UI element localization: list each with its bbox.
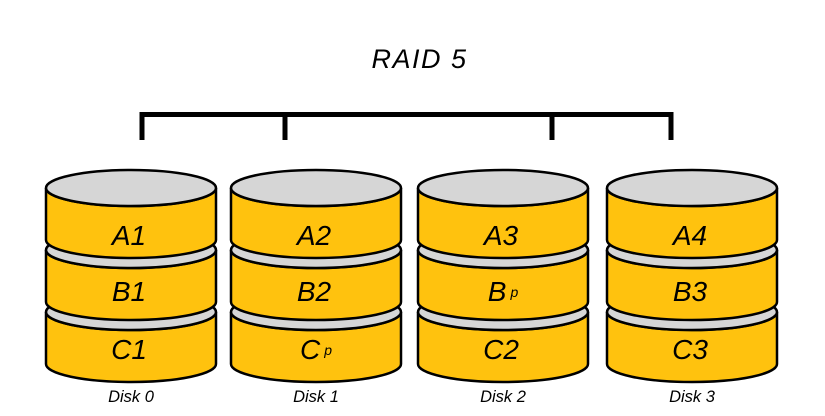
disk-cylinder-graphic	[416, 168, 590, 384]
disk-0: A1 B1 C1 Disk 0	[41, 166, 221, 414]
disk-cylinder-graphic	[229, 168, 403, 384]
stripe-label: B3	[672, 276, 708, 307]
stripe-label: A1	[111, 220, 147, 251]
disk-caption: Disk 1	[293, 388, 339, 406]
stripe-label: C1	[111, 334, 147, 365]
disk-caption: Disk 3	[669, 388, 715, 406]
stripe-label: A4	[672, 220, 708, 251]
disk-3: A4 B3 C3 Disk 3	[602, 166, 782, 414]
disk-caption: Disk 2	[480, 388, 526, 406]
stripe-label: B2	[296, 276, 332, 307]
bracket-outline	[139, 112, 674, 140]
stripe-label: A2	[296, 220, 332, 251]
stripe-label: A3	[483, 220, 519, 251]
stripe-label: C2	[483, 334, 519, 365]
stripe-label: B1	[111, 276, 147, 307]
stripe-label: C3	[672, 334, 708, 365]
disk-cylinder-graphic	[605, 168, 779, 384]
disk-cylinder-graphic	[44, 168, 218, 384]
diagram-title: RAID 5	[371, 44, 468, 74]
disk-caption: Disk 0	[108, 388, 154, 406]
